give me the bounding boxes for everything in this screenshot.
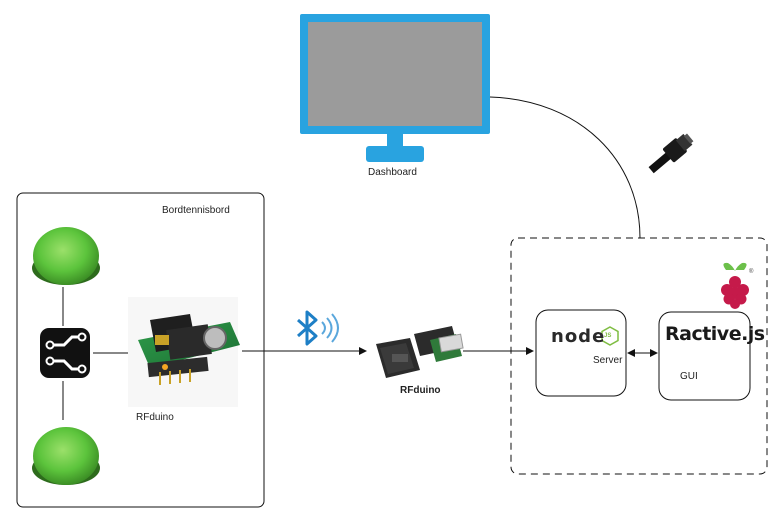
rfduino-dongle-icon	[376, 326, 464, 378]
server-box	[535, 309, 627, 397]
rfduino-dongle-label: RFduino	[400, 385, 441, 396]
hdmi-cable-line	[489, 96, 641, 239]
circuit-icon	[40, 328, 90, 378]
gui-box	[658, 311, 751, 401]
dashboard-label: Dashboard	[368, 167, 417, 178]
gui-label: GUI	[680, 371, 698, 382]
svg-text:®: ®	[749, 268, 754, 275]
ractive-logo-text: Ractive.js	[665, 323, 765, 345]
raspberry-pi-box	[510, 237, 768, 475]
hdmi-connector-icon	[648, 133, 694, 174]
raspberry-pi-icon: ®	[721, 262, 754, 309]
nodejs-hexagon-icon	[601, 326, 619, 346]
nodejs-logo-text: node	[551, 326, 606, 347]
monitor-icon	[300, 14, 490, 162]
table-box	[16, 192, 265, 508]
monitor-screen	[308, 22, 482, 126]
table-box-label: Bordtennisbord	[162, 205, 230, 216]
rfduino-board-icon	[128, 297, 240, 407]
green-button-top-icon	[32, 227, 100, 285]
server-label: Server	[593, 355, 623, 366]
nodejs-logo-badge: JS	[604, 333, 612, 339]
bluetooth-icon	[297, 310, 339, 346]
green-button-bottom-icon	[32, 427, 100, 485]
rfduino-board-label: RFduino	[136, 412, 174, 423]
